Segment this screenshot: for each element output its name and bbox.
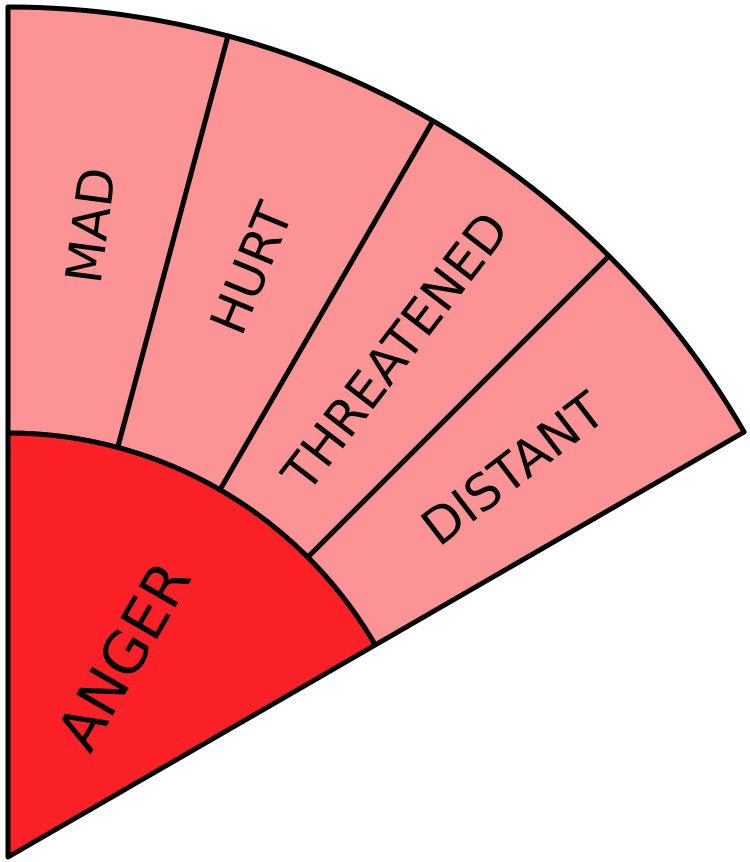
outer-segments xyxy=(5,4,747,648)
core-wedge-anger xyxy=(5,430,378,860)
